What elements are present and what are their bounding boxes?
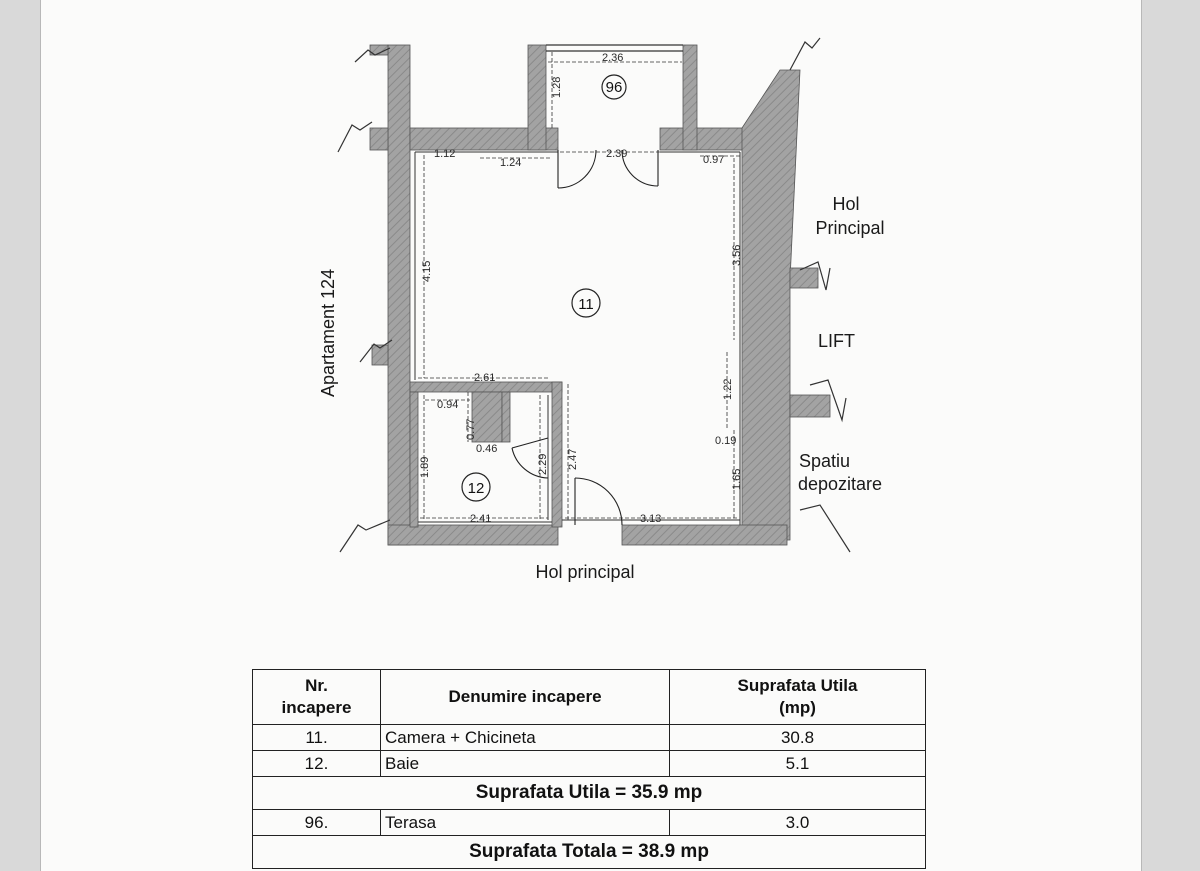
room-11-number: 11 bbox=[578, 296, 594, 313]
row-name: Camera + Chicineta bbox=[380, 724, 670, 751]
total-row: Suprafata Totala = 38.9 mp bbox=[252, 835, 926, 869]
table-row: 11. Camera + Chicineta 30.8 bbox=[252, 724, 926, 751]
table-header-row: Nr. incapere Denumire incapere Suprafata… bbox=[252, 669, 926, 725]
break-lines bbox=[337, 37, 851, 553]
inner-outline bbox=[414, 151, 741, 525]
room-12-circle bbox=[461, 472, 491, 502]
table-row: 96. Terasa 3.0 bbox=[252, 809, 926, 836]
dim-2-61: 2.61 bbox=[474, 372, 495, 384]
header-area: Suprafata Utila (mp) bbox=[669, 669, 926, 725]
wall-right bbox=[741, 69, 801, 541]
dim-3-56: 3.56 bbox=[731, 245, 743, 266]
wall-terrace-right bbox=[682, 44, 698, 151]
room-numbers: 96 11 12 bbox=[461, 74, 627, 502]
label-apartament: Apartament 124 bbox=[318, 269, 338, 397]
label-hol-line2: Principal bbox=[815, 218, 884, 238]
dim-2-29: 2.29 bbox=[537, 454, 549, 475]
row-name: Terasa bbox=[380, 809, 670, 836]
dim-2-47: 2.47 bbox=[567, 449, 579, 470]
shaft bbox=[471, 391, 503, 443]
wall-left-outer bbox=[387, 44, 411, 546]
label-hol-principal-bottom: Hol principal bbox=[535, 562, 634, 582]
dim-2-41: 2.41 bbox=[470, 513, 491, 525]
total-text: Suprafata Totala = 38.9 mp bbox=[252, 835, 926, 869]
table-row: 12. Baie 5.1 bbox=[252, 750, 926, 777]
header-area-line1: Suprafata Utila bbox=[737, 676, 858, 695]
shaft-side bbox=[501, 391, 511, 443]
dim-3-13: 3.13 bbox=[640, 513, 661, 525]
room-12-number: 12 bbox=[468, 480, 485, 497]
room-96-circle bbox=[601, 74, 627, 100]
wall-bottom-right bbox=[621, 524, 788, 546]
subtotal-row: Suprafata Utila = 35.9 mp bbox=[252, 776, 926, 810]
row-area: 3.0 bbox=[669, 809, 926, 836]
header-nr-line1: Nr. bbox=[305, 676, 328, 695]
header-nr: Nr. incapere bbox=[252, 669, 381, 725]
area-table: Nr. incapere Denumire incapere Suprafata… bbox=[252, 669, 926, 869]
floor-plan: 2.36 1.28 1.12 1.24 2.39 0.97 4.15 3.56 … bbox=[318, 37, 885, 582]
room-11-circle bbox=[571, 288, 601, 318]
label-lift: LIFT bbox=[818, 331, 855, 351]
dim-4-15: 4.15 bbox=[421, 261, 433, 282]
header-name: Denumire incapere bbox=[380, 669, 670, 725]
header-area-line2: (mp) bbox=[779, 698, 816, 717]
dim-1-22: 1.22 bbox=[722, 379, 734, 400]
wall-stub-2 bbox=[789, 394, 831, 418]
row-area: 5.1 bbox=[669, 750, 926, 777]
dim-0-46: 0.46 bbox=[476, 443, 497, 455]
row-nr: 12. bbox=[252, 750, 381, 777]
dim-2-36: 2.36 bbox=[602, 52, 623, 64]
dimension-lines bbox=[418, 52, 740, 520]
wall-stub-left-1 bbox=[369, 127, 389, 151]
label-spatiu-line1: Spatiu bbox=[799, 451, 850, 471]
row-area: 30.8 bbox=[669, 724, 926, 751]
subtotal-text: Suprafata Utila = 35.9 mp bbox=[252, 776, 926, 810]
wall-top-left bbox=[409, 127, 559, 151]
wall-top-right bbox=[659, 127, 751, 151]
dim-1-89: 1.89 bbox=[419, 457, 431, 478]
wall-stub-left-2 bbox=[371, 344, 389, 366]
row-nr: 11. bbox=[252, 724, 381, 751]
label-spatiu-line2: depozitare bbox=[798, 474, 882, 494]
wall-stub-left-0 bbox=[369, 44, 389, 56]
room-96-number: 96 bbox=[606, 79, 623, 96]
doors bbox=[511, 149, 659, 526]
wall-bath-left bbox=[409, 391, 419, 528]
wall-bottom-left bbox=[387, 524, 559, 546]
dim-1-24: 1.24 bbox=[500, 157, 521, 169]
dim-2-39: 2.39 bbox=[606, 148, 627, 160]
dim-0-94: 0.94 bbox=[437, 399, 458, 411]
dim-0-97: 0.97 bbox=[703, 154, 724, 166]
walls bbox=[369, 44, 831, 546]
dim-0-19: 0.19 bbox=[715, 435, 736, 447]
dim-1-12: 1.12 bbox=[434, 148, 455, 160]
header-nr-line2: incapere bbox=[281, 698, 352, 717]
dim-1-28: 1.28 bbox=[551, 77, 563, 98]
row-nr: 96. bbox=[252, 809, 381, 836]
row-name: Baie bbox=[380, 750, 670, 777]
dim-0-77: 0.77 bbox=[465, 419, 477, 440]
label-hol-line1: Hol bbox=[832, 194, 859, 214]
dimension-labels: 2.36 1.28 1.12 1.24 2.39 0.97 4.15 3.56 … bbox=[419, 52, 743, 525]
wall-terrace-left bbox=[527, 44, 547, 151]
area-labels: Apartament 124 Hol Principal LIFT Spatiu… bbox=[318, 194, 885, 582]
dim-1-65: 1.65 bbox=[731, 469, 743, 490]
wall-stub-1 bbox=[789, 267, 819, 289]
wall-bath-right bbox=[551, 381, 563, 528]
